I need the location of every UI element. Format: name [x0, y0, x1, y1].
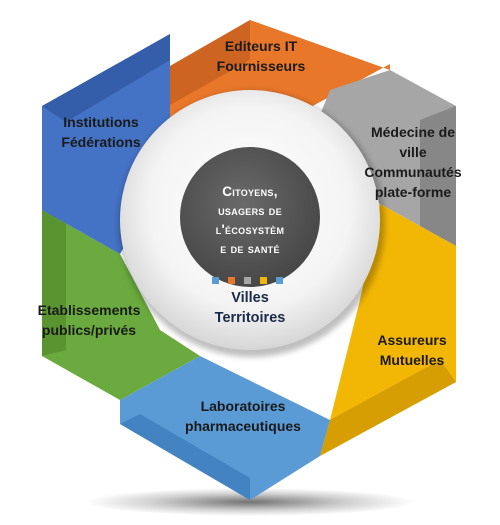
- segment-shade-medecine: [420, 106, 456, 246]
- color-dot: [244, 277, 251, 284]
- floor-shadow: [85, 488, 415, 516]
- segment-medecine: [310, 70, 456, 246]
- segment-shade-editeurs: [170, 20, 250, 105]
- segment-shade-etablissements: [42, 210, 66, 356]
- villes-territoires-label: Villes Territoires: [214, 290, 286, 326]
- color-dots: [212, 277, 283, 284]
- color-dot: [260, 277, 267, 284]
- color-dot: [212, 277, 219, 284]
- color-dot: [276, 277, 283, 284]
- segment-laboratoires: [120, 356, 330, 500]
- segment-etablissements: [42, 210, 200, 400]
- segments-group: [42, 20, 456, 500]
- segment-shade-laboratoires: [120, 414, 250, 500]
- center-disc: [180, 147, 320, 287]
- color-dot: [228, 277, 235, 284]
- segment-shade-institutions: [42, 34, 170, 122]
- center-label: Citoyens, usagers de l'écosystèm e de sa…: [215, 184, 285, 256]
- segment-shade-assureurs: [320, 360, 456, 456]
